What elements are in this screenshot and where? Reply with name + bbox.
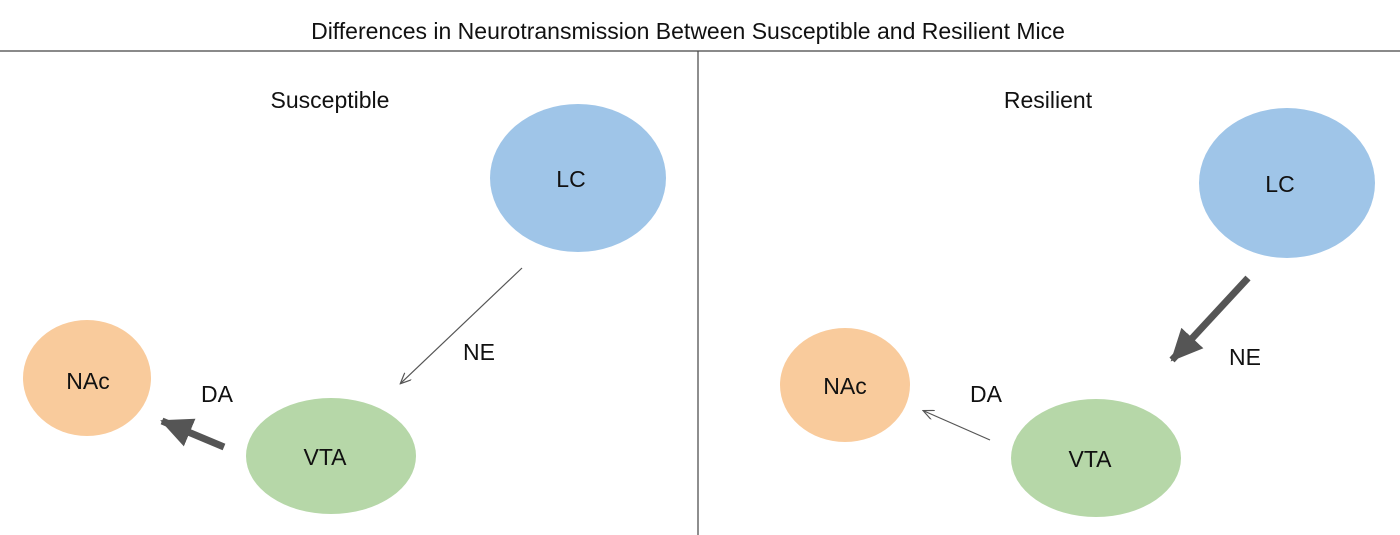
panel-resilient: Resilient LC NAc VTA NE DA (780, 87, 1375, 517)
edge-da-arrow-resilient (924, 411, 991, 441)
edge-ne-arrow-resilient (1169, 275, 1251, 363)
node-label-lc: LC (1265, 171, 1294, 197)
panel-susceptible: Susceptible LC NAc VTA NE DA (23, 87, 666, 514)
edge-label-ne-resilient: NE (1229, 344, 1261, 370)
node-nac-susceptible: NAc (23, 320, 151, 436)
node-label-lc: LC (556, 166, 585, 192)
panel-title-susceptible: Susceptible (271, 87, 390, 113)
node-nac-resilient: NAc (780, 328, 910, 442)
edge-da-arrow-susceptible (160, 417, 226, 451)
node-lc-resilient: LC (1199, 108, 1375, 258)
node-vta-susceptible: VTA (246, 398, 416, 514)
node-label-vta: VTA (303, 444, 347, 470)
edge-label-ne-susceptible: NE (463, 339, 495, 365)
diagram-title: Differences in Neurotransmission Between… (311, 18, 1065, 44)
node-lc-susceptible: LC (490, 104, 666, 252)
node-label-vta: VTA (1068, 446, 1112, 472)
node-label-nac: NAc (823, 373, 866, 399)
edge-ne-arrow-susceptible (401, 267, 523, 383)
node-vta-resilient: VTA (1011, 399, 1181, 517)
panel-title-resilient: Resilient (1004, 87, 1093, 113)
edge-label-da-resilient: DA (970, 381, 1003, 407)
edge-label-da-susceptible: DA (201, 381, 234, 407)
node-label-nac: NAc (66, 368, 109, 394)
